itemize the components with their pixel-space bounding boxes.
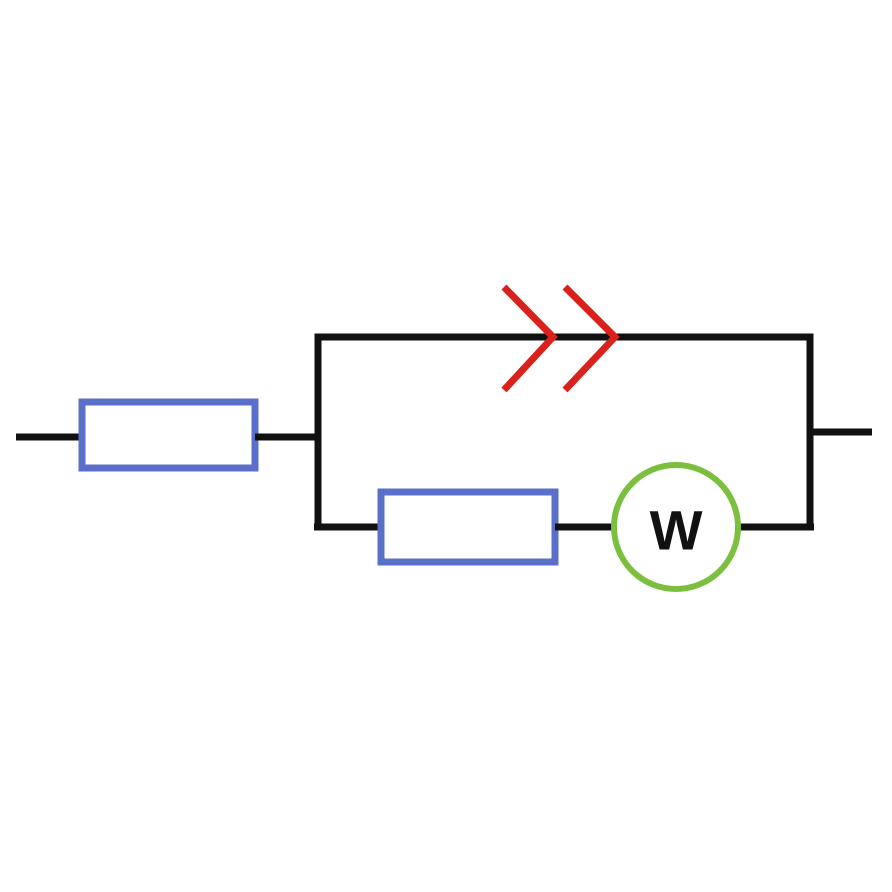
chevron-right-icon [501, 284, 558, 393]
wattmeter: W [611, 462, 741, 592]
series-resistor [78, 398, 259, 472]
wattmeter-label: W [650, 499, 703, 562]
wattmeter-ring [611, 462, 741, 592]
double-chevron-right-icon [501, 284, 620, 393]
branch-resistor [377, 488, 559, 566]
chevron-right-icon [562, 284, 620, 393]
